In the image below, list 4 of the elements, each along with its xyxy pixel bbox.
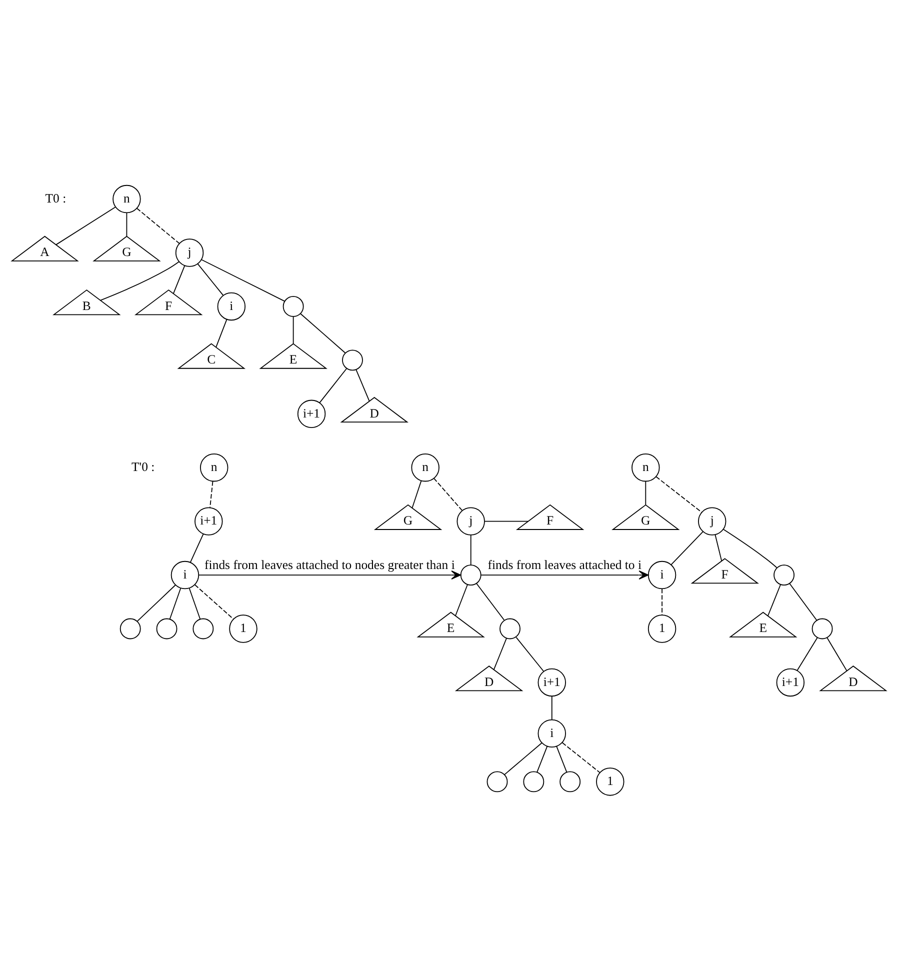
label: T0 : bbox=[45, 191, 66, 206]
edge-label: finds from leaves attached to i bbox=[488, 558, 642, 572]
edge-label: finds from leaves attached to nodes greater than i bbox=[204, 558, 455, 572]
label: T'0 : bbox=[132, 460, 155, 474]
